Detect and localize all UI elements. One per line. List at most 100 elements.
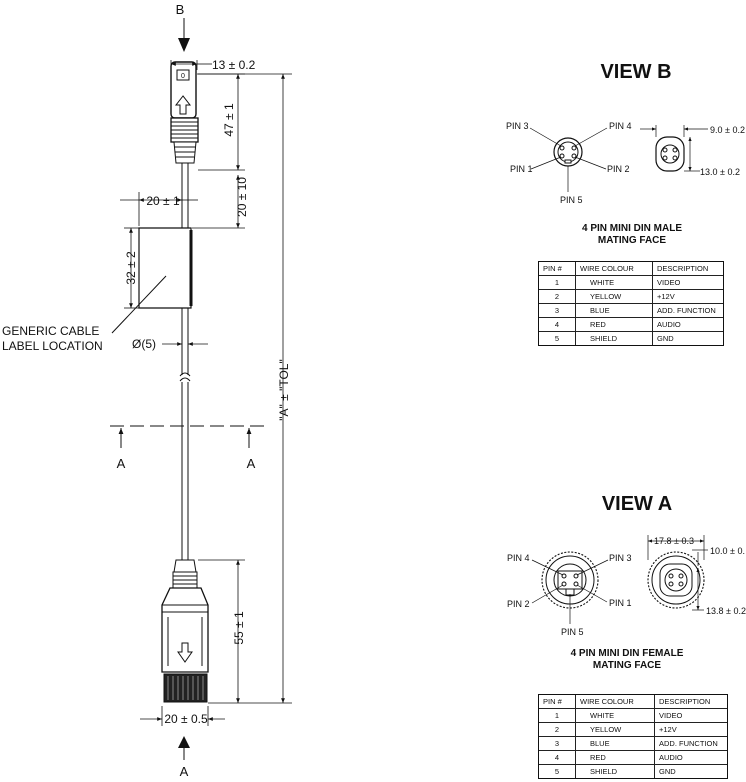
view-a-pin5: PIN 5	[561, 627, 584, 637]
column-header: PIN #	[538, 694, 576, 709]
connector-b: 0	[170, 61, 199, 164]
description-cell: VIDEO	[654, 708, 728, 723]
dim-cable-diameter: Ø(5)	[132, 337, 156, 351]
view-b-caption-1: 4 PIN MINI DIN MALE	[582, 223, 682, 234]
connector-b-pin-mark: 0	[181, 73, 185, 80]
view-b-pin2: PIN 2	[607, 164, 630, 174]
pin-cell: 2	[538, 289, 576, 304]
description-cell: AUDIO	[652, 317, 724, 332]
description-cell: +12V	[654, 722, 728, 737]
cable	[179, 163, 191, 560]
view-b-dim-width: 9.0 ± 0.2	[710, 125, 745, 135]
description-cell: AUDIO	[654, 750, 728, 765]
description-cell: +12V	[652, 289, 724, 304]
label-leader	[111, 275, 167, 334]
wire-colour-cell: YELLOW	[575, 289, 653, 304]
pin-cell: 1	[538, 708, 576, 723]
description-cell: ADD. FUNCTION	[652, 303, 724, 318]
description-cell: ADD. FUNCTION	[654, 736, 728, 751]
pin-cell: 5	[538, 331, 576, 346]
section-a-right-label: A	[247, 456, 256, 471]
wire-colour-cell: YELLOW	[575, 722, 655, 737]
pin-cell: 1	[538, 275, 576, 290]
dim-connector-b-length: 47 ± 1	[222, 103, 236, 137]
pin-cell: 2	[538, 722, 576, 737]
description-cell: GND	[652, 331, 724, 346]
view-a-dim-outer: 17.8 ± 0.3	[654, 536, 694, 546]
column-header: WIRE COLOUR	[575, 694, 655, 709]
up-arrow-icon	[174, 95, 192, 115]
dim-connector-b-width: 13 ± 0.2	[212, 58, 256, 72]
pin-cell: 5	[538, 764, 576, 779]
connector-a	[161, 559, 209, 703]
view-b-pin1: PIN 1	[510, 164, 533, 174]
pin-cell: 3	[538, 303, 576, 318]
dim-connector-a-width: 20 ± 0.5	[164, 712, 208, 726]
label-location-text-1: GENERIC CABLE	[2, 324, 99, 338]
wire-colour-cell: BLUE	[575, 736, 655, 751]
pin-cell: 4	[538, 750, 576, 765]
section-a-left-label: A	[117, 456, 126, 471]
view-b-pin-leaders	[529, 127, 608, 192]
view-b-pin3: PIN 3	[506, 121, 529, 131]
wire-colour-cell: RED	[575, 750, 655, 765]
dim-cable-gap-b: 20 ± 10	[235, 177, 249, 217]
wire-colour-cell: RED	[575, 317, 653, 332]
column-header: WIRE COLOUR	[575, 261, 653, 276]
view-b-caption-2: MATING FACE	[598, 235, 666, 246]
pin-cell: 3	[538, 736, 576, 751]
section-line-a: A A	[110, 425, 270, 471]
dim-label-length: 32 ± 2	[124, 251, 138, 285]
dim-overall-length: "A" ± "TOL"	[277, 359, 291, 420]
column-header: DESCRIPTION	[654, 694, 728, 709]
view-b-face	[553, 137, 583, 167]
view-a-caption-2: MATING FACE	[593, 660, 661, 671]
view-a-arrow-label: A	[180, 764, 189, 779]
description-cell: GND	[654, 764, 728, 779]
label-location-text-2: LABEL LOCATION	[2, 339, 103, 353]
table-header-row: PIN # WIRE COLOUR DESCRIPTION	[538, 261, 724, 276]
view-b-pin5: PIN 5	[560, 195, 583, 205]
dim-connector-a-length: 55 ± 1	[232, 611, 246, 645]
column-header: PIN #	[538, 261, 576, 276]
dimensions: 13 ± 0.2 47 ± 1 20 ± 10 20 ± 1 32 ± 2 Ø(…	[120, 58, 292, 726]
description-cell: VIDEO	[652, 275, 724, 290]
down-arrow-icon	[177, 642, 193, 663]
view-b-arrow: B	[176, 2, 190, 52]
view-a-pin-leaders	[531, 559, 609, 624]
view-a-face-dimensioned	[647, 535, 708, 611]
view-b-title: VIEW B	[600, 61, 671, 83]
dim-label-offset: 20 ± 1	[146, 194, 180, 208]
view-a-dim-width: 10.0 ± 0.	[710, 546, 745, 556]
view-a-pin4: PIN 4	[507, 553, 530, 563]
view-a-pin3: PIN 3	[609, 553, 632, 563]
view-a-title: VIEW A	[602, 493, 672, 515]
view-a-pin1: PIN 1	[609, 598, 632, 608]
view-a-dim-height: 13.8 ± 0.2	[706, 606, 746, 616]
view-a-caption-1: 4 PIN MINI DIN FEMALE	[571, 648, 684, 659]
wire-colour-cell: WHITE	[575, 275, 653, 290]
wire-colour-cell: BLUE	[575, 303, 653, 318]
wire-colour-cell: WHITE	[575, 708, 655, 723]
table-header-row: PIN # WIRE COLOUR DESCRIPTION	[538, 694, 728, 709]
wire-colour-cell: SHIELD	[575, 331, 653, 346]
pin-cell: 4	[538, 317, 576, 332]
view-a-arrow: A	[178, 736, 190, 779]
wire-colour-cell: SHIELD	[575, 764, 655, 779]
view-a-pin2: PIN 2	[507, 599, 530, 609]
view-b-dim-height: 13.0 ± 0.2	[700, 167, 740, 177]
cable-label-location	[138, 227, 193, 309]
